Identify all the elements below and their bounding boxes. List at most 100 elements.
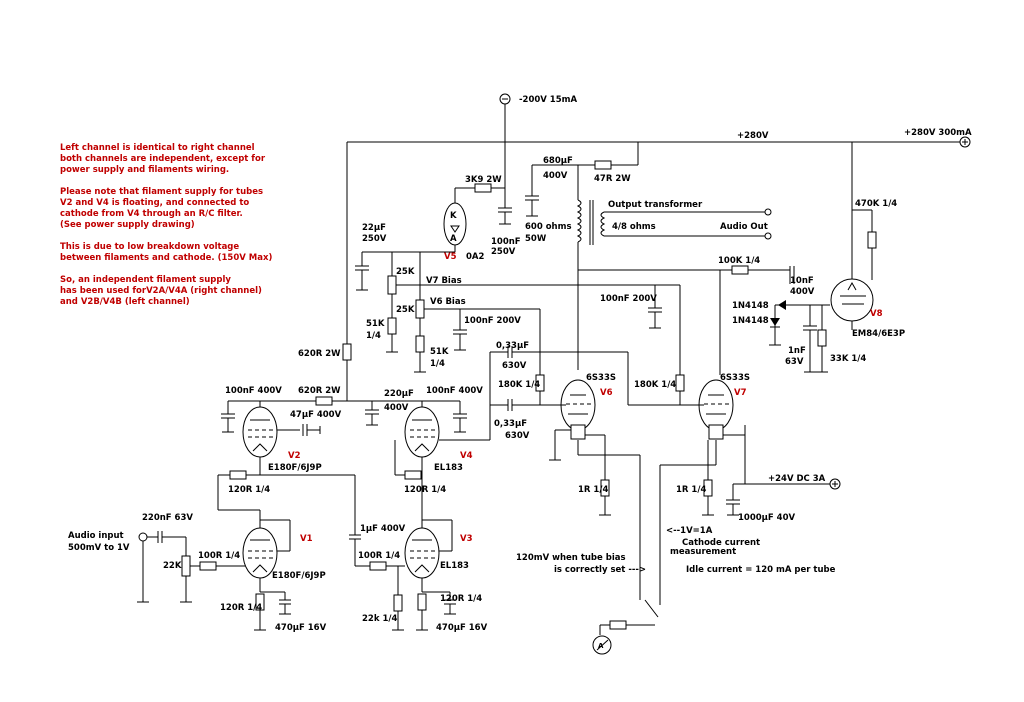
resistor-51k-a-icon — [387, 317, 397, 335]
note-line: This is due to low breakdown voltage — [60, 242, 239, 252]
c10n-label-2: 400V — [790, 287, 815, 297]
ot-primary-icon — [576, 199, 582, 243]
r100k-label: 100K 1/4 — [718, 256, 760, 266]
neg200-label: -200V 15mA — [519, 95, 577, 105]
resistor-180k-a-icon — [535, 374, 545, 392]
rail280-in-label: +280V 300mA — [904, 128, 972, 138]
note-line: cathode from V4 through an R/C filter. — [60, 209, 243, 219]
ot600-label-2: 50W — [525, 234, 547, 244]
note-line: Left channel is identical to right chann… — [60, 143, 255, 153]
v3-tag: V3 — [460, 534, 473, 544]
v6-tag: V6 — [600, 388, 613, 398]
resistor-3k9-icon — [474, 183, 492, 193]
c100n200-b-label: 100nF 200V — [600, 294, 657, 304]
c22u-label-1: 22µF — [362, 223, 386, 233]
pot-v7-bias-icon[interactable] — [387, 275, 397, 295]
design-notes: Left channel is identical to right chann… — [60, 143, 272, 307]
audio-in-label-2: 500mV to 1V — [68, 543, 130, 553]
resistor-47r-icon — [594, 160, 612, 170]
idle-label: Idle current = 120 mA per tube — [686, 565, 836, 575]
resistor-v1-grid-icon — [199, 561, 217, 571]
rv2k-label: 120R 1/4 — [228, 485, 270, 495]
audio-out-hot-terminal-icon[interactable] — [764, 208, 772, 216]
c100n200-a-label: 100nF 200V — [464, 316, 521, 326]
c033-a-label-1: 0,33µF — [496, 341, 529, 351]
bias-note-2: is correctly set ---> — [554, 565, 646, 575]
v5-k: K — [450, 211, 457, 221]
diode-1-icon — [778, 300, 786, 310]
cv3k-label: 470µF 16V — [436, 623, 488, 633]
tuning-indicator: 470K 1/4 V8 EM84/6E3P 100K 1/4 10nF 400V… — [718, 142, 905, 373]
c033-b-label-2: 630V — [505, 431, 530, 441]
resistor-51k-b-icon — [415, 335, 425, 353]
dc24-label: +24V DC 3A — [768, 474, 826, 484]
r51k-b1: 51K — [430, 347, 449, 357]
v2-type: E180F/6J9P — [268, 463, 322, 473]
cv4plate-label: 100nF 400V — [426, 386, 483, 396]
c100n250-label-1: 100nF — [491, 237, 521, 247]
v5-a: A — [450, 234, 457, 244]
output-stage-top: 680µF 400V 47R 2W Output transformer 4/8… — [525, 142, 772, 375]
audio-input-jack-icon[interactable] — [138, 532, 148, 542]
resistor-33k-icon — [817, 329, 827, 347]
rv4k-label: 120R 1/4 — [404, 485, 446, 495]
resistor-470k-icon — [867, 231, 877, 249]
pot22k-label: 22K — [163, 561, 182, 571]
v4-tag: V4 — [460, 451, 473, 461]
note-line: and V2B/V4B (left channel) — [60, 297, 190, 307]
resistor-v3-grid-icon — [369, 561, 387, 571]
meas-label-3: measurement — [670, 547, 736, 557]
note-line: has been used forV2A/V4A (right channel) — [60, 286, 262, 296]
rv1grid-label: 100R 1/4 — [198, 551, 240, 561]
r51k-a2: 1/4 — [366, 331, 381, 341]
note-line: So, an independent filament supply — [60, 275, 231, 285]
c1u-label: 1µF 400V — [360, 524, 406, 534]
r3k9-label: 3K9 2W — [465, 175, 502, 185]
v8-tag: V8 — [870, 309, 883, 319]
v1-type: E180F/6J9P — [272, 571, 326, 581]
cv2-47-label: 47µF 400V — [290, 410, 342, 420]
ot48-label: 4/8 ohms — [612, 222, 656, 232]
driver-stage: 100R 1/4 22k 1/4 V3 EL183 120R 1/4 470µF… — [355, 386, 491, 633]
r47r-label: 47R 2W — [594, 174, 631, 184]
resistor-620r-b-icon — [315, 396, 333, 406]
pot-v6-bias-icon[interactable] — [415, 299, 425, 319]
input-stage: Audio input 500mV to 1V 220nF 63V 22K 10… — [68, 343, 414, 633]
r51k-b2: 1/4 — [430, 359, 445, 369]
diode-2-icon — [770, 318, 780, 326]
note-line: Please note that filament supply for tub… — [60, 187, 263, 197]
note-line: V2 and V4 is floating, and connected to — [60, 198, 249, 208]
ot-label: Output transformer — [608, 200, 703, 210]
d2-label: 1N4148 — [732, 316, 769, 326]
resistor-180k-b-icon — [675, 374, 685, 392]
meter-resistor-icon — [609, 620, 627, 630]
note-line: between filaments and cathode. (150V Max… — [60, 253, 272, 263]
v2-tag: V2 — [288, 451, 301, 461]
resistor-v4-k-icon — [404, 470, 422, 480]
r1r-b-label: 1R 1/4 — [676, 485, 706, 495]
c1n-label-1: 1nF — [788, 346, 806, 356]
r22k-label: 22k 1/4 — [362, 614, 397, 624]
v7bias-label: V7 Bias — [426, 276, 462, 286]
v7-type: 6S33S — [720, 373, 750, 383]
resistor-620r-a-icon — [342, 343, 352, 361]
v5-type: 0A2 — [466, 252, 484, 262]
resistor-v3-k-icon — [417, 593, 427, 611]
r620b-label: 620R 2W — [298, 386, 341, 396]
audio-in-label-1: Audio input — [68, 531, 124, 541]
v3-tube-icon — [404, 527, 440, 579]
audio-out-gnd-terminal-icon[interactable] — [764, 232, 772, 240]
note-line: (See power supply drawing) — [60, 220, 195, 230]
c680v-label: 400V — [543, 171, 568, 181]
c680-label: 680µF — [543, 156, 573, 166]
bias-supply: 3K9 2W 100nF 250V K A V5 0A2 22µF 250V 2… — [355, 175, 680, 373]
volume-pot-icon[interactable] — [181, 555, 191, 577]
v7-tube-icon — [698, 379, 734, 431]
rv1k-label: 120R 1/4 — [220, 603, 262, 613]
r33k-label: 33K 1/4 — [830, 354, 866, 364]
v1-tag: V1 — [300, 534, 313, 544]
v4-tube-icon — [404, 406, 440, 458]
v6-tube-icon — [560, 379, 596, 431]
audio-out-label: Audio Out — [720, 222, 768, 232]
